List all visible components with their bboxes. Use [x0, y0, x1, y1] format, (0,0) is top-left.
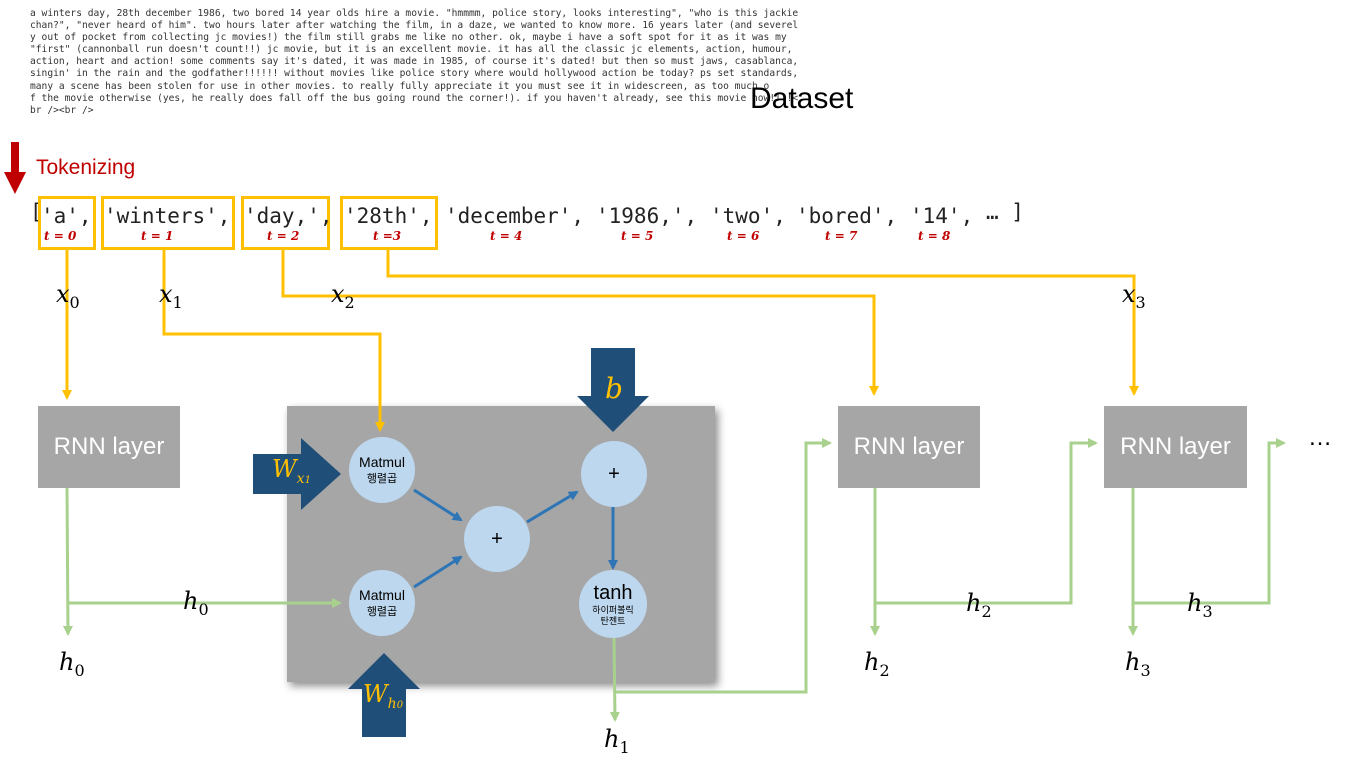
hidden-h1-output: h1 [604, 725, 630, 757]
time-step-2: t = 2 [267, 229, 300, 243]
dataset-title: Dataset [750, 82, 854, 115]
hidden-h0-line-label: h0 [183, 587, 209, 619]
time-step-0: t = 0 [44, 229, 77, 243]
time-step-4: t = 4 [490, 229, 523, 243]
hidden-h3-output: h3 [1125, 648, 1151, 680]
token-box-0 [38, 196, 96, 250]
matmul-h-sublabel: 행렬곱 [366, 606, 398, 618]
input-x0: x0 [56, 280, 80, 312]
token-4: 'december', [445, 204, 585, 228]
token-2: 'day,', [244, 204, 333, 228]
time-step-7: t = 7 [825, 229, 858, 243]
time-step-5: t = 5 [621, 229, 654, 243]
matmul-x-sublabel: 행렬곱 [366, 473, 398, 485]
token-6: 'two', [710, 204, 786, 228]
rnn-layer-2: RNN layer [838, 406, 980, 488]
matmul-x-node: Matmul 행렬곱 [349, 437, 415, 503]
matmul-h-node: Matmul 행렬곱 [349, 570, 415, 636]
weight-h-arrow-icon [348, 653, 420, 737]
tokenizing-arrow-icon [4, 142, 26, 194]
continuation-dots: … [1308, 424, 1332, 451]
dataset-review-text: a winters day, 28th december 1986, two b… [30, 8, 799, 116]
matmul-x-label: Matmul [359, 454, 405, 470]
token-8: '14', [910, 204, 974, 228]
token-box-1 [101, 196, 235, 250]
hidden-h2-line-label: h2 [966, 589, 992, 621]
hidden-h0-output: h0 [59, 648, 85, 680]
time-step-1: t = 1 [141, 229, 174, 243]
input-x1: x1 [159, 280, 183, 312]
bias-arrow-icon [577, 348, 649, 432]
token-1: 'winters', [104, 204, 231, 228]
weight-x-arrow-icon [253, 438, 341, 510]
rnn-layer-0: RNN layer [38, 406, 180, 488]
time-step-6: t = 6 [727, 229, 760, 243]
token-0: 'a', [41, 204, 92, 228]
add-node-middle: + [464, 506, 530, 572]
token-3: '28th', [344, 204, 433, 228]
token-box-2 [241, 196, 330, 250]
token-box-3 [340, 196, 438, 250]
weight-x-label: Wx1 [272, 455, 311, 487]
hidden-h3-line-label: h3 [1187, 589, 1213, 621]
rnn-layer-3: RNN layer [1104, 406, 1247, 488]
hidden-h2-output: h2 [864, 648, 890, 680]
tanh-label: tanh [593, 581, 633, 604]
time-step-3: t =3 [373, 229, 402, 243]
weight-h-label: Wh0 [363, 680, 404, 712]
bias-label: b [605, 372, 623, 405]
token-7: 'bored', [796, 204, 898, 228]
token-ellipsis: … ] [986, 200, 1024, 224]
tanh-node: tanh 하이퍼볼릭 탄젠트 [579, 570, 647, 638]
input-x3: x3 [1122, 280, 1146, 312]
time-step-8: t = 8 [918, 229, 951, 243]
add-node-bias: + [581, 441, 647, 507]
token-5: '1986,', [596, 204, 698, 228]
tokenizing-label: Tokenizing [36, 156, 136, 179]
input-x2: x2 [331, 280, 355, 312]
matmul-h-label: Matmul [359, 587, 405, 603]
